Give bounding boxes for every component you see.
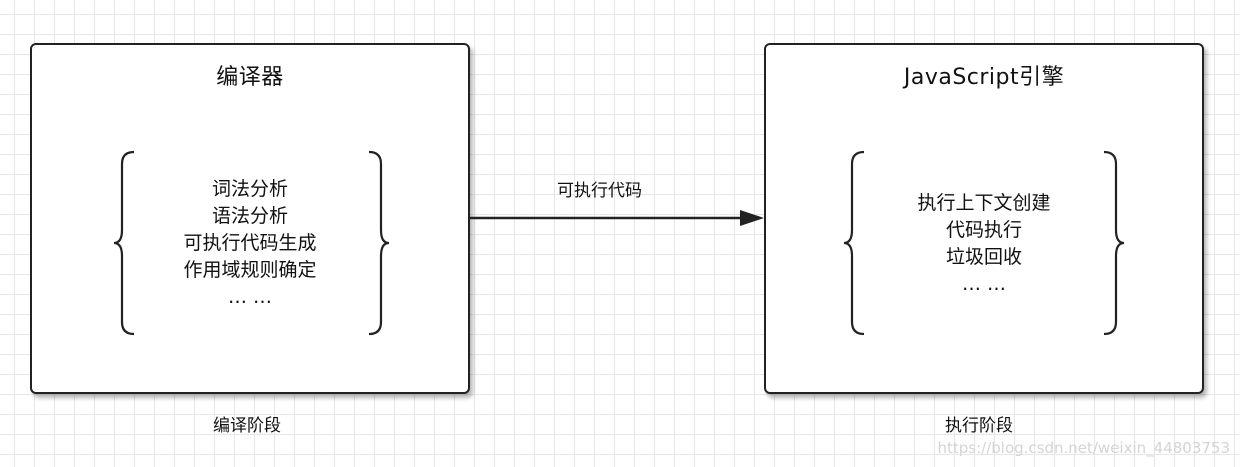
list-item: 代码执行 bbox=[945, 219, 1022, 241]
right-brace-icon bbox=[1103, 150, 1125, 336]
arrow-label: 可执行代码 bbox=[557, 181, 642, 201]
list-item: 词法分析 bbox=[211, 178, 288, 200]
engine-title: JavaScript引擎 bbox=[903, 65, 1065, 90]
right-brace-icon bbox=[368, 150, 390, 336]
compiler-title: 编译器 bbox=[216, 65, 284, 90]
list-item: 语法分析 bbox=[211, 205, 288, 227]
list-item: … … bbox=[227, 286, 273, 308]
left-brace-icon bbox=[113, 150, 135, 336]
compile-stage-label: 编译阶段 bbox=[213, 416, 281, 436]
list-item: … … bbox=[961, 273, 1007, 295]
compiler-box: 编译器 词法分析 语法分析 可执行代码生成 作用域规则确定 … … bbox=[30, 43, 470, 394]
list-item: 执行上下文创建 bbox=[917, 192, 1051, 214]
list-item: 垃圾回收 bbox=[945, 246, 1022, 268]
engine-box: JavaScript引擎 执行上下文创建 代码执行 垃圾回收 … … bbox=[764, 43, 1204, 394]
right-arrow-icon bbox=[470, 210, 764, 226]
list-item: 作用域规则确定 bbox=[183, 259, 317, 281]
watermark: https://blog.csdn.net/weixin_44803753 bbox=[937, 439, 1230, 457]
list-item: 可执行代码生成 bbox=[183, 232, 317, 254]
execution-stage-label: 执行阶段 bbox=[945, 416, 1013, 436]
compiler-step-list: 词法分析 语法分析 可执行代码生成 作用域规则确定 … … bbox=[32, 176, 468, 311]
left-brace-icon bbox=[843, 150, 865, 336]
engine-step-list: 执行上下文创建 代码执行 垃圾回收 … … bbox=[766, 190, 1202, 298]
